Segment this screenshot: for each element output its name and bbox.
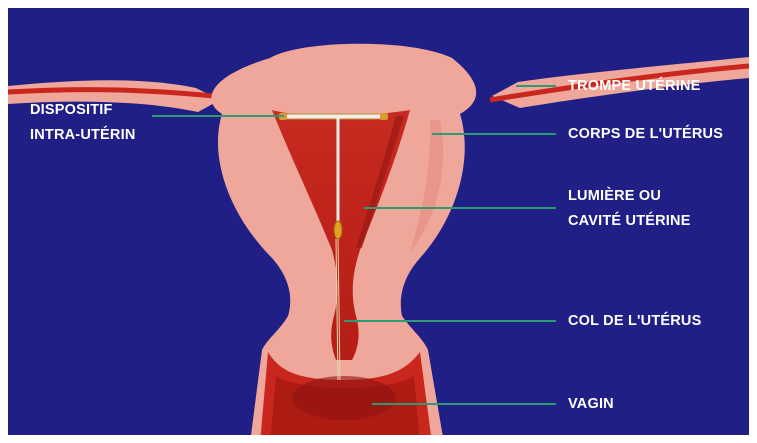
label-iud-line2: INTRA-UTÉRIN <box>30 123 136 148</box>
label-cavity-line2: CAVITÉ UTÉRINE <box>568 209 691 234</box>
label-iud-line1: DISPOSITIF <box>30 98 136 123</box>
label-cavity-line1: LUMIÈRE OU <box>568 184 691 209</box>
label-cervix: COL DE L'UTÉRUS <box>568 309 701 334</box>
label-fallopian-tube: TROMPE UTÉRINE <box>568 74 701 99</box>
label-uterine-cavity: LUMIÈRE OU CAVITÉ UTÉRINE <box>568 184 691 234</box>
vaginal-canal <box>292 376 396 420</box>
label-vagina: VAGIN <box>568 392 614 417</box>
label-iud: DISPOSITIF INTRA-UTÉRIN <box>30 98 136 148</box>
label-uterus-body: CORPS DE L'UTÉRUS <box>568 122 723 147</box>
